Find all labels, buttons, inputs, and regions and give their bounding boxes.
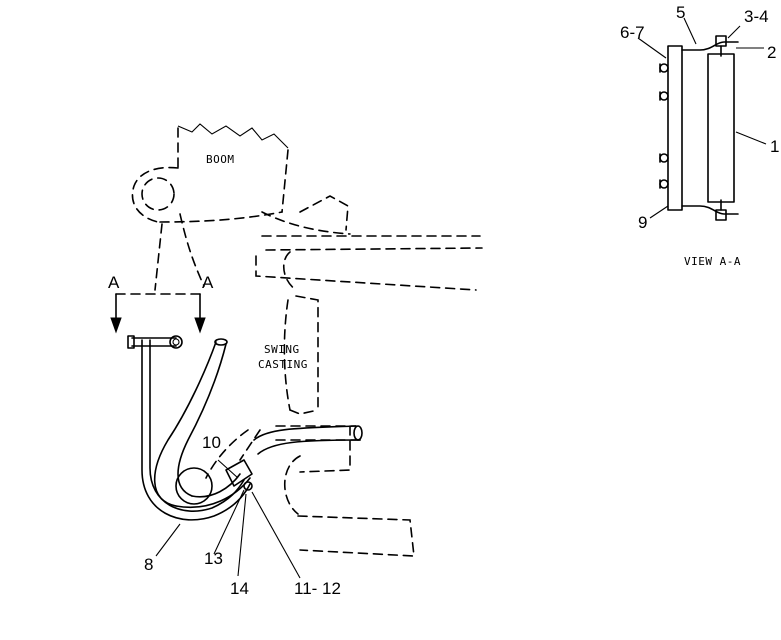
view-caption: VIEW A-A bbox=[684, 255, 741, 268]
callout-8: 8 bbox=[144, 555, 154, 574]
callout-2: 2 bbox=[767, 43, 777, 62]
section-label-left: A bbox=[108, 273, 120, 292]
clamp-bracket bbox=[127, 335, 253, 521]
leader-lines bbox=[155, 459, 301, 579]
view-a-a-detail bbox=[637, 17, 767, 221]
callout-6-7: 6-7 bbox=[620, 23, 645, 42]
section-marker bbox=[110, 293, 206, 334]
boom-label: BOOM bbox=[206, 153, 235, 166]
swing-casting-label-line2: CASTING bbox=[258, 358, 308, 371]
callout-3-4: 3-4 bbox=[744, 7, 769, 26]
callout-1: 1 bbox=[770, 137, 780, 156]
callout-9: 9 bbox=[638, 213, 648, 232]
section-label-right: A bbox=[202, 273, 214, 292]
callout-11-12: 11- 12 bbox=[294, 579, 341, 598]
callout-10: 10 bbox=[202, 433, 221, 452]
swing-casting-outline bbox=[205, 235, 483, 557]
callout-13: 13 bbox=[204, 549, 223, 568]
callout-14: 14 bbox=[230, 579, 249, 598]
swing-casting-label-line1: SWING bbox=[264, 343, 300, 356]
boom-outline bbox=[131, 123, 351, 291]
callout-5: 5 bbox=[676, 3, 686, 22]
